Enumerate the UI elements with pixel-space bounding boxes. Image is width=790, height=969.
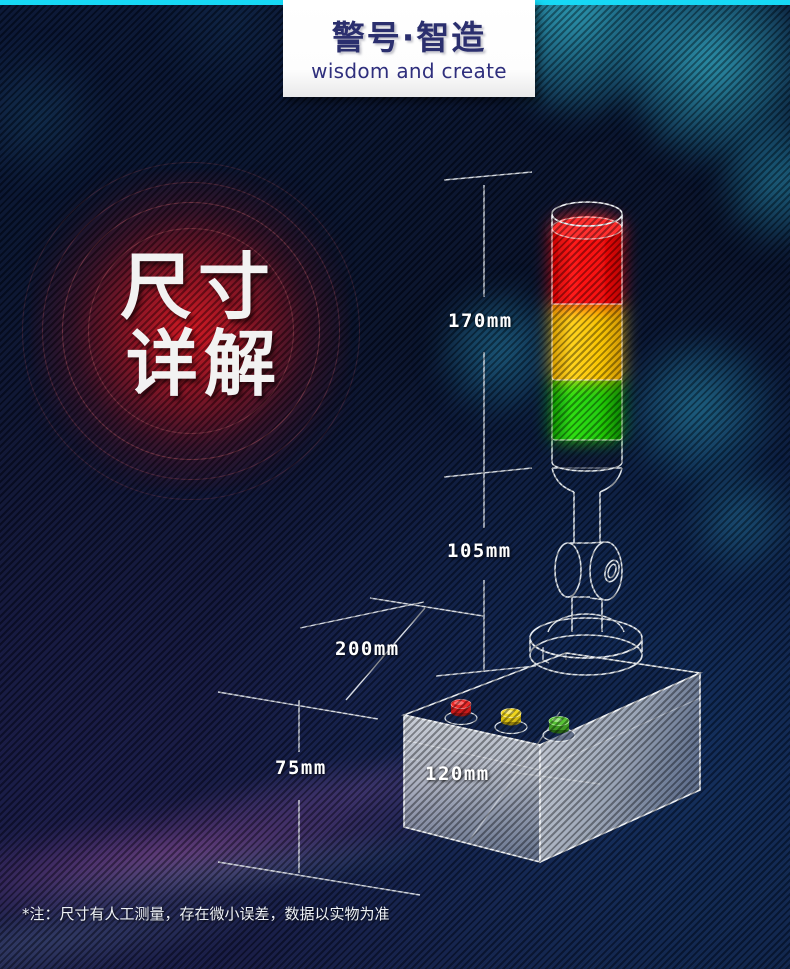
bokeh-circle — [630, 340, 780, 490]
dimension-label-200mm: 200mm — [335, 638, 400, 660]
tower-mount-base — [529, 613, 643, 676]
control-box — [401, 652, 703, 864]
dimension-label-105mm: 105mm — [447, 540, 512, 562]
tower-light — [551, 201, 623, 472]
push-button-green — [542, 716, 576, 743]
dimension-label-120mm: 120mm — [425, 763, 490, 785]
brand-title-cn: 警号·智造 — [331, 17, 487, 57]
header-plate: 警号·智造 wisdom and create — [283, 0, 535, 97]
tower-pole — [551, 467, 623, 543]
page-title: 尺寸 详解 — [120, 245, 320, 406]
concentric-ring — [22, 162, 360, 500]
dimension-75mm-line — [217, 700, 421, 896]
dimension-lines — [299, 171, 537, 677]
dimension-200mm-line — [217, 597, 484, 720]
push-button-red — [444, 699, 478, 726]
tower-hinge-joint — [554, 541, 623, 632]
footer-note: *注：尺寸有人工测量，存在微小误差，数据以实物为准 — [22, 905, 390, 923]
page-title-line1: 尺寸 — [120, 245, 277, 329]
dimension-label-75mm: 75mm — [275, 757, 327, 779]
brand-subtitle-en: wisdom and create — [311, 58, 507, 83]
push-button-yellow — [494, 708, 528, 735]
page-title-line2: 详解 — [126, 321, 283, 406]
bokeh-circle — [690, 470, 790, 580]
bokeh-circle — [440, 290, 570, 420]
dimension-label-170mm: 170mm — [448, 310, 513, 332]
